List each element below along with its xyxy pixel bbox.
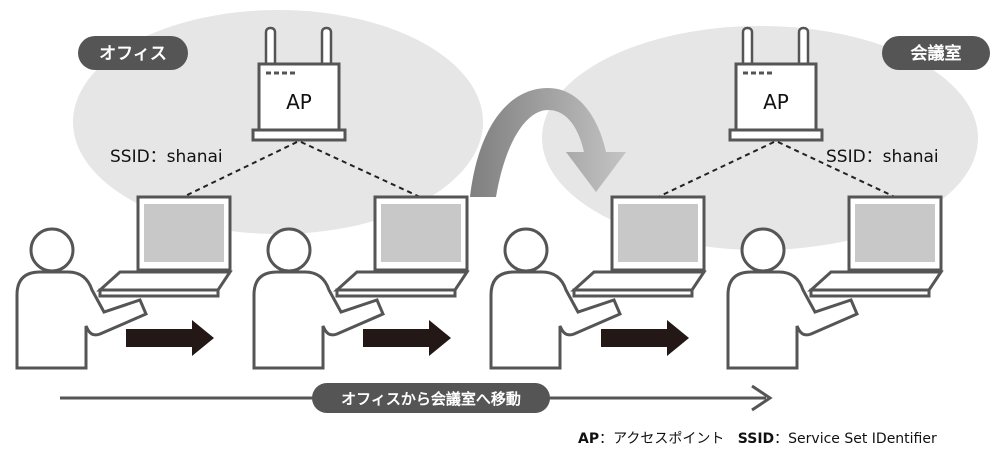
meeting-room-label-text: 会議室 (911, 43, 962, 64)
person-icon (252, 227, 385, 370)
user-with-laptop-1 (15, 195, 233, 370)
person-icon (726, 227, 859, 370)
timeline-label: オフィスから会議室へ移動 (341, 390, 521, 408)
meeting-room-label: 会議室 (882, 36, 990, 70)
legend: AP：アクセスポイント SSID：Service Set IDentifier (578, 428, 937, 448)
progress-arrows (126, 320, 689, 356)
legend-ssid-desc: ：Service Set IDentifier (774, 431, 937, 447)
office-label-text: オフィス (99, 44, 167, 64)
legend-ap-term: AP (578, 431, 600, 447)
link-left-to-laptop-2 (300, 141, 421, 198)
laptop-icon (333, 195, 470, 298)
user-with-laptop-2 (252, 195, 470, 370)
right-arrow-icon (601, 320, 689, 356)
office-label: オフィス (78, 36, 188, 70)
ap-label-left: AP (286, 90, 312, 114)
wireless-links (182, 141, 896, 198)
link-right-to-laptop-4 (777, 141, 896, 198)
laptop-icon (570, 195, 707, 298)
access-point-right: AP (728, 26, 824, 142)
link-right-to-laptop-3 (657, 141, 775, 198)
ssid-label-right: SSID：shanai (826, 147, 939, 167)
laptop-icon (807, 195, 944, 298)
ssid-label-left: SSID：shanai (110, 147, 223, 167)
access-point-left: AP (251, 26, 347, 142)
laptop-icon (96, 195, 233, 298)
person-icon (489, 227, 622, 370)
ap-label-right: AP (763, 90, 789, 114)
person-icon (15, 227, 148, 370)
user-with-laptop-3 (489, 195, 707, 370)
legend-ssid-term: SSID (737, 431, 775, 447)
handoff-arrow-icon (470, 88, 626, 197)
link-left-to-laptop-1 (182, 141, 298, 198)
timeline: オフィスから会議室へ移動 (60, 383, 773, 413)
right-arrow-icon (126, 320, 214, 356)
right-arrow-icon (363, 320, 451, 356)
user-with-laptop-4 (726, 195, 944, 370)
legend-ap-desc: ：アクセスポイント (599, 431, 725, 447)
